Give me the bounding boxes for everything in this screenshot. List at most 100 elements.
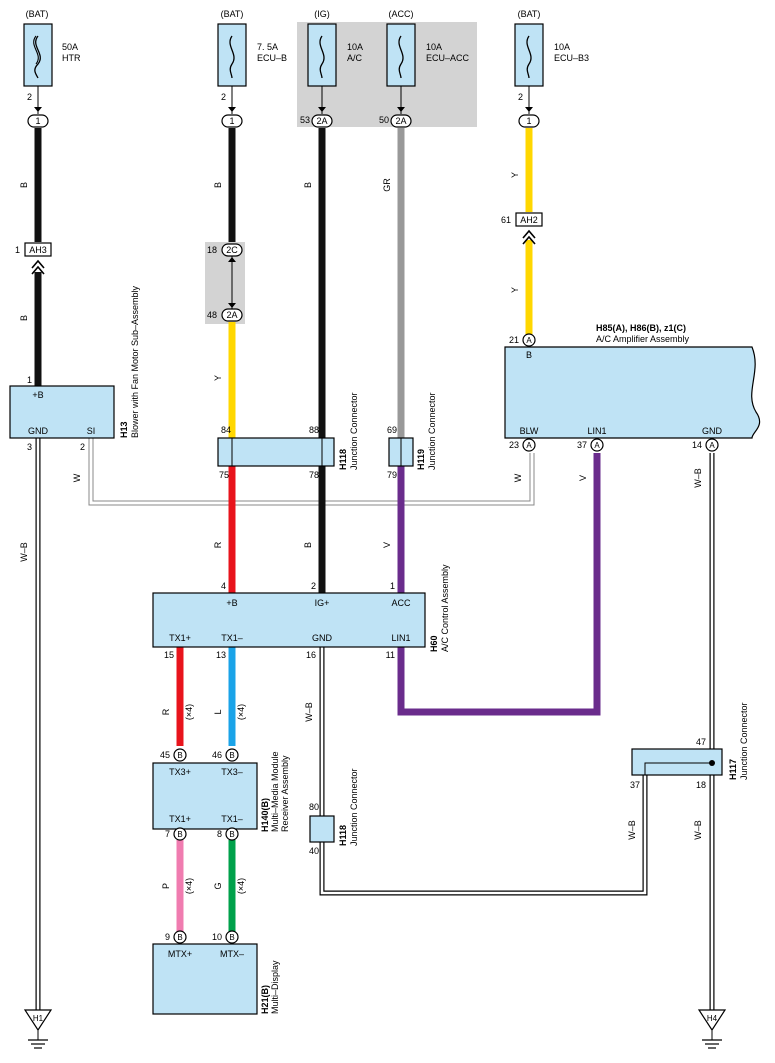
conn-caps-top: 1 1 2A 2A 1 <box>27 114 540 128</box>
svg-text:P: P <box>161 883 171 889</box>
svg-text:46: 46 <box>212 750 222 760</box>
svg-text:A/C Control Assembly: A/C Control Assembly <box>440 564 450 652</box>
svg-text:Junction Connector: Junction Connector <box>427 392 437 470</box>
svg-text:B: B <box>177 751 182 760</box>
svg-text:(×4): (×4) <box>184 704 194 720</box>
svg-text:H118: H118 <box>338 449 348 470</box>
svg-text:H119: H119 <box>416 449 426 470</box>
h140-multimedia-module: TX3+ TX3– TX1+ TX1– B 45 B 46 B 7 B 8 H1… <box>152 748 290 841</box>
svg-text:R: R <box>161 708 171 715</box>
svg-text:15: 15 <box>164 650 174 660</box>
svg-text:B: B <box>19 182 29 188</box>
svg-text:10: 10 <box>212 932 222 942</box>
svg-text:(BAT): (BAT) <box>518 9 541 19</box>
svg-text:9: 9 <box>165 932 170 942</box>
svg-text:Y: Y <box>510 287 520 293</box>
svg-text:53: 53 <box>300 115 310 125</box>
h60-ac-control: +B IG+ ACC TX1+ TX1– GND LIN1 4 2 1 15 1… <box>152 564 450 660</box>
fuse-ecu-acc: (ACC) 10A ECU–ACC 50 <box>379 9 470 125</box>
wire-l-tx1m: L (×4) <box>213 647 246 746</box>
svg-text:LIN1: LIN1 <box>391 633 410 643</box>
svg-text:L: L <box>213 709 223 714</box>
svg-text:45: 45 <box>160 750 170 760</box>
svg-text:GND: GND <box>28 426 49 436</box>
svg-text:Junction Connector: Junction Connector <box>739 702 749 780</box>
svg-text:A/C Amplifier Assembly: A/C Amplifier Assembly <box>596 334 690 344</box>
svg-text:TX1–: TX1– <box>221 633 243 643</box>
svg-text:50: 50 <box>379 115 389 125</box>
svg-text:TX3+: TX3+ <box>169 767 191 777</box>
svg-text:W: W <box>513 473 523 482</box>
svg-text:B: B <box>526 350 532 360</box>
wire-g-mtxm: G (×4) <box>213 840 246 932</box>
svg-text:H140(B): H140(B) <box>260 798 270 832</box>
fuse-ecu-b3: (BAT) 10A ECU–B3 2 <box>514 9 589 114</box>
svg-text:H117: H117 <box>728 759 738 780</box>
svg-text:TX3–: TX3– <box>221 767 243 777</box>
svg-text:W–B: W–B <box>627 820 637 840</box>
svg-text:+B: +B <box>226 598 237 608</box>
svg-text:(IG): (IG) <box>314 9 330 19</box>
svg-text:47: 47 <box>696 737 706 747</box>
svg-text:AH3: AH3 <box>29 245 47 255</box>
svg-text:(BAT): (BAT) <box>26 9 49 19</box>
svg-text:Y: Y <box>510 172 520 178</box>
svg-text:LIN1: LIN1 <box>587 426 606 436</box>
svg-text:TX1+: TX1+ <box>169 633 191 643</box>
svg-text:W–B: W–B <box>19 542 29 562</box>
wire-b-htr: B B <box>19 128 42 386</box>
svg-text:78: 78 <box>309 470 319 480</box>
svg-text:B: B <box>229 751 234 760</box>
svg-text:7. 5A: 7. 5A <box>257 42 278 52</box>
svg-text:1: 1 <box>27 375 32 385</box>
svg-text:1: 1 <box>229 116 234 126</box>
svg-text:2A: 2A <box>316 116 327 126</box>
svg-text:B: B <box>213 182 223 188</box>
wire-y-ecu-b-down: Y <box>213 322 236 438</box>
svg-text:(×4): (×4) <box>236 704 246 720</box>
h118-junction-upper: 84 88 75 78 H118 Junction Connector <box>217 392 359 480</box>
svg-text:16: 16 <box>306 650 316 660</box>
svg-text:ACC: ACC <box>391 598 411 608</box>
svg-text:40: 40 <box>309 846 319 856</box>
svg-text:H1: H1 <box>33 1014 44 1023</box>
svg-text:88: 88 <box>309 425 319 435</box>
svg-text:18: 18 <box>207 245 217 255</box>
svg-text:A: A <box>526 441 532 450</box>
h117-junction: 47 37 18 H117 Junction Connector <box>630 702 749 790</box>
svg-text:75: 75 <box>219 470 229 480</box>
h13-blower: +B GND SI 1 3 2 H13 Blower with Fan Moto… <box>9 285 140 452</box>
svg-text:TX1+: TX1+ <box>169 814 191 824</box>
svg-text:2A: 2A <box>395 116 406 126</box>
svg-text:W–B: W–B <box>304 702 314 722</box>
svg-text:B: B <box>303 182 313 188</box>
svg-text:Multi–Display: Multi–Display <box>270 960 280 1014</box>
svg-text:80: 80 <box>309 802 319 812</box>
svg-text:23: 23 <box>509 440 519 450</box>
svg-text:3: 3 <box>27 442 32 452</box>
svg-text:W–B: W–B <box>693 820 703 840</box>
svg-text:H85(A), H86(B), z1(C): H85(A), H86(B), z1(C) <box>596 323 686 333</box>
svg-text:H21(B): H21(B) <box>260 985 270 1014</box>
svg-text:(×4): (×4) <box>184 878 194 894</box>
h119-junction: 69 79 H119 Junction Connector <box>387 392 437 480</box>
svg-text:A: A <box>594 441 600 450</box>
svg-text:2: 2 <box>221 92 226 102</box>
svg-text:B: B <box>19 315 29 321</box>
svg-text:Junction Connector: Junction Connector <box>349 392 359 470</box>
wire-r-plusb: R <box>213 466 236 593</box>
wire-b-ig: B B <box>303 128 326 593</box>
svg-text:B: B <box>303 542 313 548</box>
svg-text:TX1–: TX1– <box>221 814 243 824</box>
svg-text:37: 37 <box>577 440 587 450</box>
svg-text:ECU–ACC: ECU–ACC <box>426 53 470 63</box>
svg-text:A: A <box>709 441 715 450</box>
wire-r-tx1p: R (×4) <box>161 647 194 746</box>
svg-text:H13: H13 <box>119 421 129 438</box>
svg-text:2: 2 <box>80 442 85 452</box>
svg-text:BLW: BLW <box>520 426 539 436</box>
svg-text:Receiver Assembly: Receiver Assembly <box>280 755 290 832</box>
svg-text:1: 1 <box>15 245 20 255</box>
wire-wb-h13-ground: W–B <box>19 438 41 1010</box>
svg-text:2: 2 <box>311 581 316 591</box>
